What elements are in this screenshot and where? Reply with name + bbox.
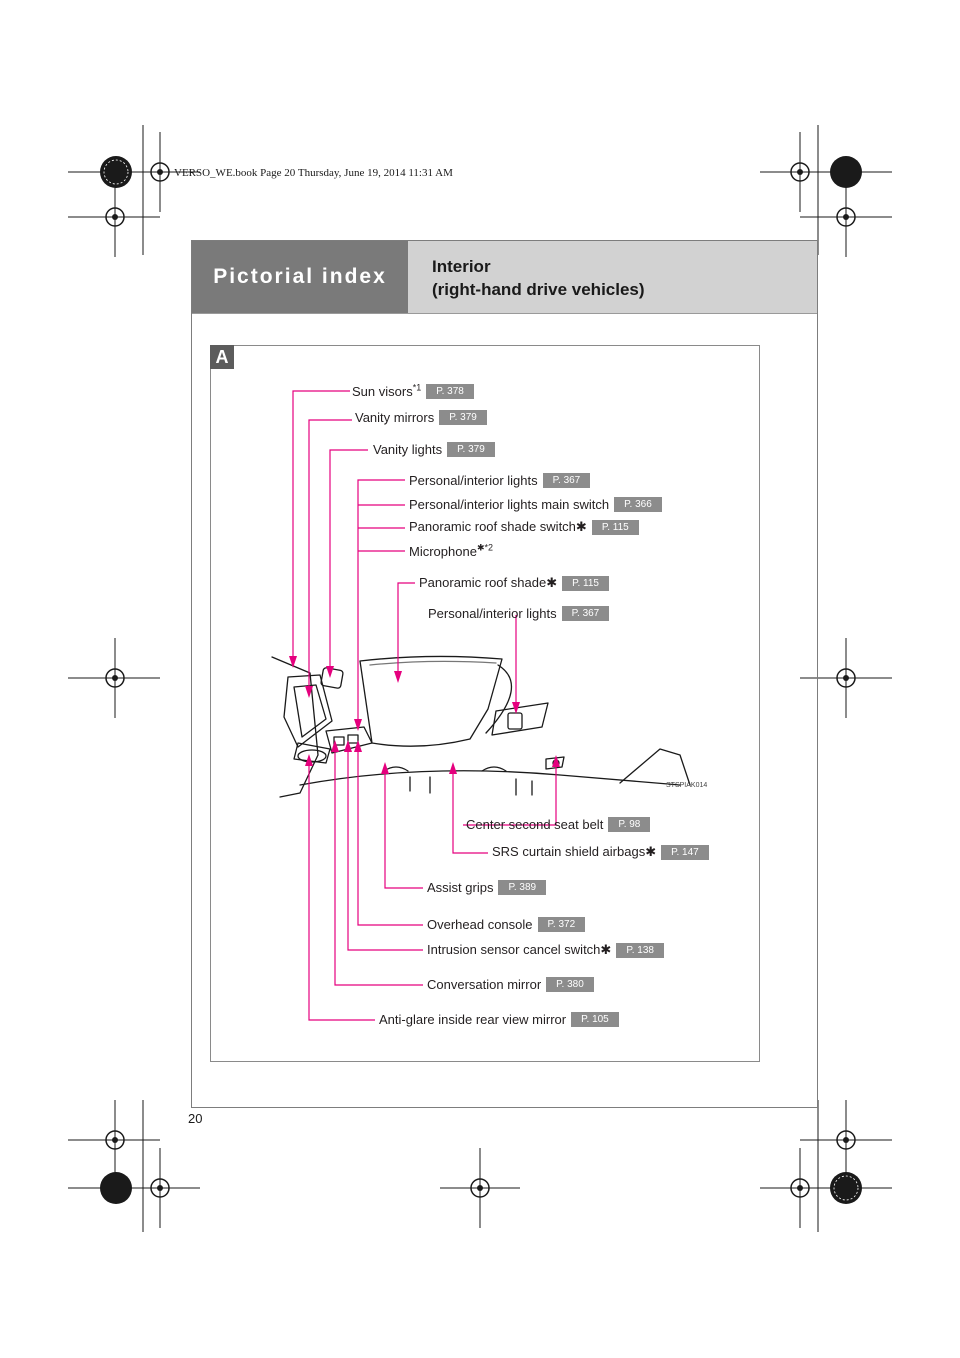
label-personal-lights-rear: Personal/interior lights P. 367	[428, 604, 610, 622]
panoramic-roof	[359, 655, 503, 747]
personal-lights-front-page-ref[interactable]: P. 367	[542, 472, 591, 488]
overhead-console	[325, 726, 373, 754]
sun-visors-page-ref[interactable]: P. 378	[426, 383, 474, 399]
label-personal-lights-front: Personal/interior lights P. 367	[409, 471, 591, 489]
overhead-console-text: Overhead console	[427, 916, 533, 932]
intrusion-switch-page-ref[interactable]: P. 138	[616, 942, 664, 958]
sun-visor	[283, 674, 333, 748]
label-center-seat-belt: Center second seat belt P. 98	[466, 815, 651, 833]
label-conversation-mirror: Conversation mirror P. 380	[427, 975, 594, 993]
roof-shade-switch-text: Panoramic roof shade switch✱	[409, 519, 587, 534]
vanity-light	[320, 667, 344, 689]
label-assist-grips: Assist grips P. 389	[427, 878, 547, 896]
vanity-lights-text: Vanity lights	[373, 441, 443, 457]
roof-shade-text: Panoramic roof shade✱	[419, 575, 558, 590]
personal-lights-rear-page-ref[interactable]: P. 367	[561, 605, 610, 621]
sun-visors-text: Sun visors*1	[352, 382, 422, 399]
page-title: Interior (right-hand drive vehicles)	[432, 255, 645, 301]
assist-grips-page-ref[interactable]: P. 389	[498, 879, 547, 895]
label-curtain-airbags: SRS curtain shield airbags✱ P. 147	[492, 843, 709, 861]
label-intrusion-switch: Intrusion sensor cancel switch✱ P. 138	[427, 941, 664, 959]
label-microphone: Microphone✱*2	[409, 542, 493, 560]
curtain-airbags-text: SRS curtain shield airbags✱	[492, 844, 657, 859]
label-roof-shade: Panoramic roof shade✱ P. 115	[419, 574, 609, 592]
vanity-mirrors-page-ref[interactable]: P. 379	[439, 409, 487, 425]
assist-grip-2	[481, 766, 507, 772]
label-overhead-console: Overhead console P. 372	[427, 915, 586, 933]
personal-lights-rear-text: Personal/interior lights	[428, 605, 557, 621]
side-window	[619, 748, 691, 786]
microphone-text: Microphone✱*2	[409, 542, 493, 559]
rear-light-housing	[491, 702, 549, 736]
book-info-line: VERSO_WE.book Page 20 Thursday, June 19,…	[174, 167, 453, 179]
label-vanity-lights: Vanity lights P. 379	[373, 440, 495, 458]
section-badge: A	[210, 345, 234, 369]
overhead-console-page-ref[interactable]: P. 372	[537, 916, 586, 932]
windshield-outline	[271, 656, 319, 798]
seat-belt-anchor	[545, 756, 565, 770]
page-title-line1: Interior	[432, 257, 491, 276]
label-rear-view-mirror: Anti-glare inside rear view mirror P. 10…	[379, 1010, 619, 1028]
assist-grips-text: Assist grips	[427, 879, 494, 895]
figure-code: STSPIAK014	[666, 782, 708, 789]
roof-shade-page-ref[interactable]: P. 115	[562, 575, 609, 591]
curtain-airbags-page-ref[interactable]: P. 147	[661, 844, 709, 860]
main-switch-text: Personal/interior lights main switch	[409, 496, 610, 512]
roof-shade-switch-page-ref[interactable]: P. 115	[591, 519, 639, 535]
rear-light	[507, 712, 523, 730]
label-personal-lights-main-switch: Personal/interior lights main switch P. …	[409, 495, 662, 513]
center-seat-belt-page-ref[interactable]: P. 98	[608, 816, 651, 832]
main-switch-page-ref[interactable]: P. 366	[614, 496, 662, 512]
center-seat-belt-text: Center second seat belt	[466, 816, 604, 832]
car-interior-illustration	[271, 655, 691, 798]
rear-view-mirror-page-ref[interactable]: P. 105	[571, 1011, 619, 1027]
page-title-line2: (right-hand drive vehicles)	[432, 280, 645, 299]
headliner	[299, 770, 681, 786]
conversation-mirror-text: Conversation mirror	[427, 976, 542, 992]
label-roof-shade-switch: Panoramic roof shade switch✱ P. 115	[409, 518, 639, 536]
personal-lights-front-text: Personal/interior lights	[409, 472, 538, 488]
section-tab: Pictorial index	[192, 241, 408, 313]
label-sun-visors: Sun visors*1 P. 378	[352, 382, 474, 400]
rear-view-mirror-text: Anti-glare inside rear view mirror	[379, 1011, 567, 1027]
page-frame	[191, 240, 818, 1108]
intrusion-switch-text: Intrusion sensor cancel switch✱	[427, 942, 612, 957]
conversation-mirror-page-ref[interactable]: P. 380	[546, 976, 594, 992]
label-vanity-mirrors: Vanity mirrors P. 379	[355, 408, 487, 426]
mirror	[293, 742, 331, 764]
vanity-mirrors-text: Vanity mirrors	[355, 409, 435, 425]
figure-section	[210, 345, 760, 1062]
vanity-lights-page-ref[interactable]: P. 379	[447, 441, 495, 457]
page-number: 20	[188, 1111, 203, 1126]
